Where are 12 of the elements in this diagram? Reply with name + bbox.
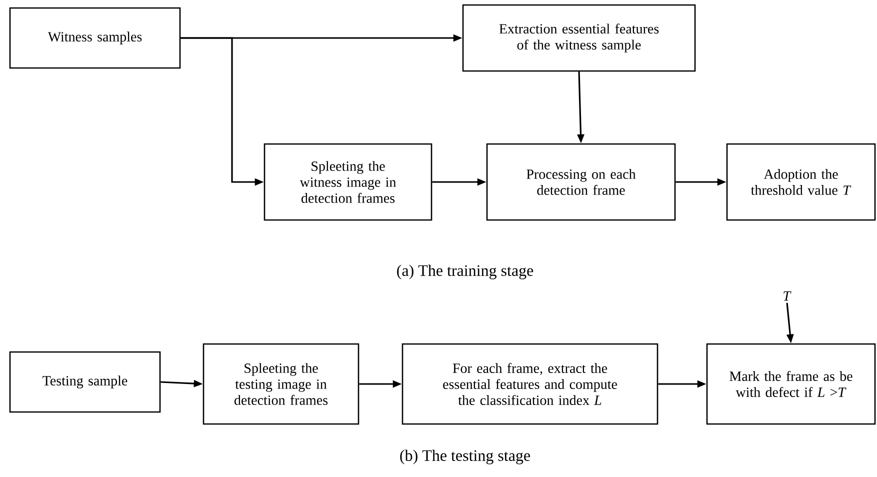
process-box: Witness samples [9,7,181,69]
text-label: T [784,291,792,301]
caption: (b) The testing stage [400,450,530,464]
process-box: Testing sample [9,351,161,413]
process-box: Mark the frame as be with defect if L >T [706,343,876,425]
process-box: Adoption the threshold value T [726,143,876,221]
process-box: Spleeting the testing image in detection frames [202,343,360,425]
process-box: For each frame, extract the essential features and compute the classification index L [402,343,658,425]
process-box: Spleeting the witness image in detection frames [264,143,432,221]
process-box: Extraction essential features of the witness sample [462,4,696,72]
process-box: Processing on each detection frame [486,143,676,221]
caption: (a) The training stage [397,264,534,280]
